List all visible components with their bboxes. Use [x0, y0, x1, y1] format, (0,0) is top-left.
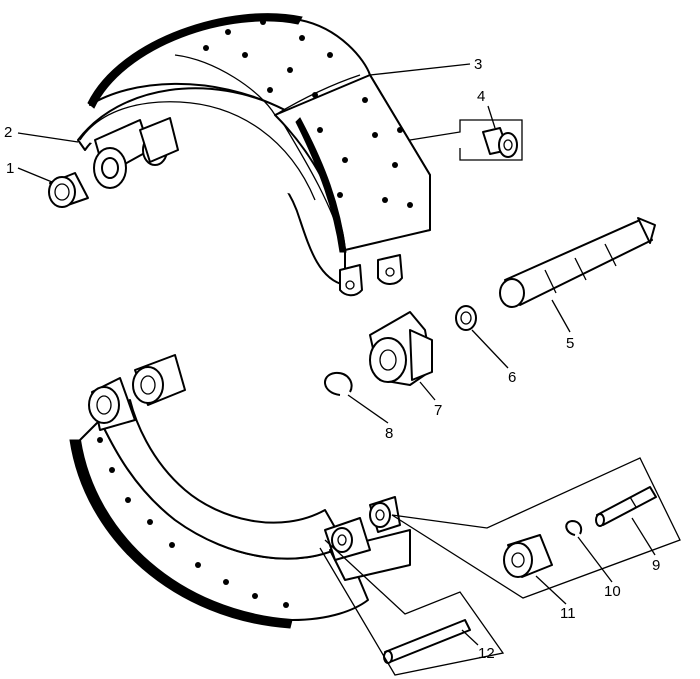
- callout-9: 9: [652, 557, 660, 574]
- part-11-roller: [503, 534, 553, 578]
- part-4-rivet: [482, 127, 518, 158]
- callout-3: 3: [474, 56, 482, 73]
- callout-5: 5: [566, 335, 574, 352]
- upper-shoe-anchor-boss: [93, 117, 179, 189]
- upper-shoe-roller-lugs: [339, 254, 403, 297]
- callout-6: 6: [508, 369, 516, 386]
- part-1-bushing: [48, 172, 89, 208]
- part-5-shaft: [499, 217, 656, 308]
- callout-2: 2: [4, 124, 12, 141]
- part-4-callout-frame: [409, 119, 523, 161]
- callout-1: 1: [6, 160, 14, 177]
- lining-rivet-holes: [203, 19, 413, 208]
- lower-shoe-anchor-bosses: [88, 354, 186, 431]
- callout-8: 8: [385, 425, 393, 442]
- leader-lines: [17, 63, 656, 646]
- callout-4: 4: [477, 88, 485, 105]
- callout-numbers: 1 2 3 4 5 6 7 8 9 10 11 12: [4, 56, 660, 662]
- callout-7: 7: [434, 402, 442, 419]
- lower-brake-shoe: [69, 354, 411, 629]
- part-6-washer: [455, 305, 477, 331]
- lower-lining-holes: [97, 437, 289, 608]
- lower-shoe-roller-bracket: [324, 496, 411, 581]
- part-9-pin: [595, 486, 657, 527]
- part-8-snap-ring: [324, 371, 353, 396]
- callout-12: 12: [478, 645, 495, 662]
- parts-9-11-callout-frame: [391, 457, 681, 599]
- callout-11: 11: [560, 605, 576, 622]
- part-10-clip: [565, 520, 583, 536]
- upper-brake-shoe: [77, 13, 431, 297]
- callout-10: 10: [604, 583, 621, 600]
- part-12-callout-frame: [319, 539, 505, 676]
- part-7-cam-roller: [369, 311, 433, 386]
- part-12-long-pin: [383, 619, 471, 664]
